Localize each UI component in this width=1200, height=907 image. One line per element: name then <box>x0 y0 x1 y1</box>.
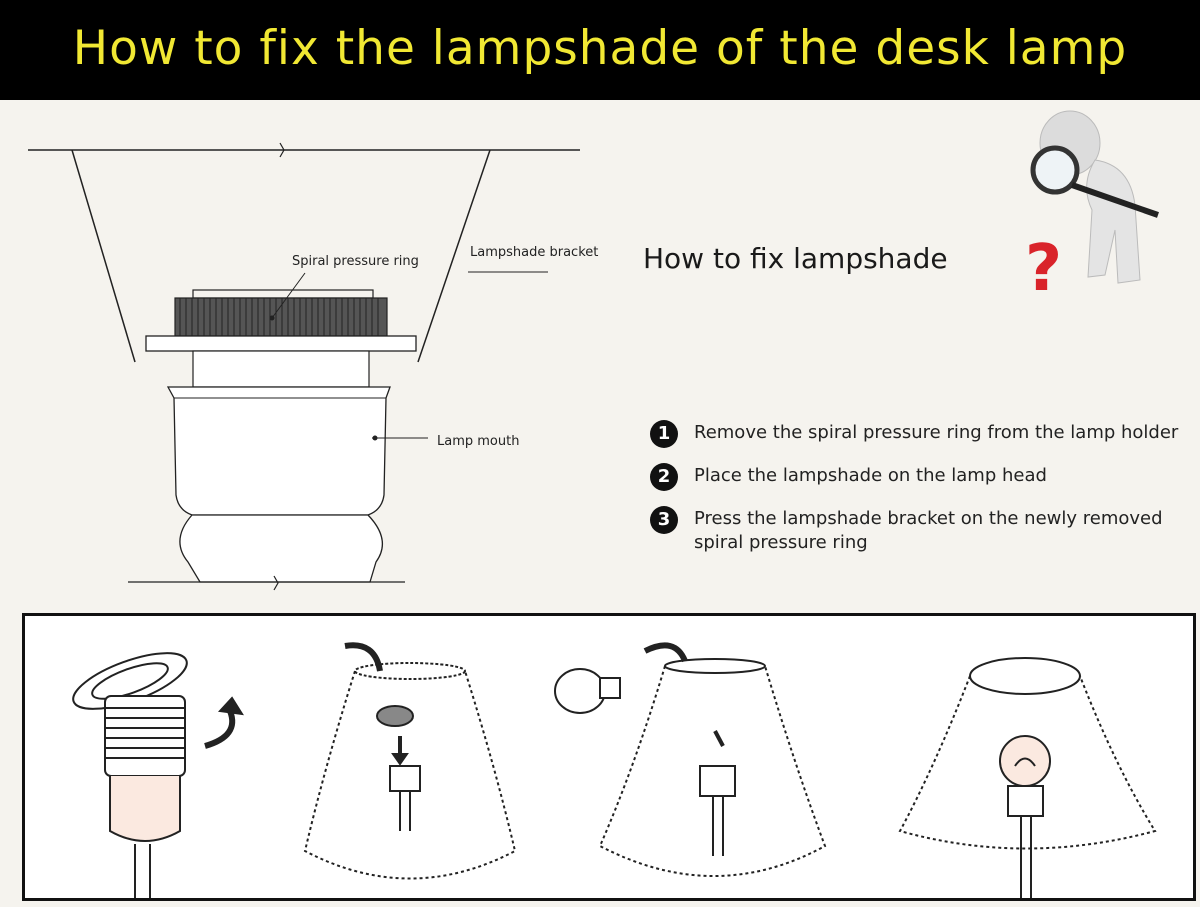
illustration-remove-ring <box>72 652 244 898</box>
title-bar: How to fix the lampshade of the desk lam… <box>0 0 1200 100</box>
lamp-holder <box>166 386 391 516</box>
step-2: 2 Place the lampshade on the lamp head <box>650 463 1190 491</box>
step-number: 3 <box>650 506 678 534</box>
spiral-ring-cap <box>192 289 374 299</box>
instructions-subtitle: How to fix lampshade <box>643 242 948 275</box>
illustration-panel <box>22 613 1196 901</box>
illustration-assembled-lamp <box>898 657 1157 898</box>
step-text: Press the lampshade bracket on the newly… <box>694 508 1163 553</box>
illustration-insert-ring <box>303 642 517 880</box>
illustration-attach-bulb <box>554 642 827 877</box>
step-number: 1 <box>650 420 678 448</box>
cross-section-diagram <box>28 142 580 591</box>
shade-right-side <box>417 149 491 363</box>
bracket-plate <box>145 335 417 352</box>
label-lamp-mouth: Lamp mouth <box>437 434 520 449</box>
label-spiral-ring: Spiral pressure ring <box>292 254 419 269</box>
spiral-ring <box>174 297 388 337</box>
question-mark: ? <box>1025 232 1062 295</box>
step-3: 3 Press the lampshade bracket on the new… <box>650 506 1190 555</box>
step-text: Remove the spiral pressure ring from the… <box>694 422 1179 443</box>
label-lampshade-bracket: Lampshade bracket <box>470 245 599 260</box>
steps-list: 1 Remove the spiral pressure ring from t… <box>650 420 1190 573</box>
step-text: Place the lampshade on the lamp head <box>694 465 1047 486</box>
illustration-strip <box>72 642 1157 898</box>
step-number: 2 <box>650 463 678 491</box>
lamp-base <box>179 514 384 583</box>
thinking-figure-icon: ? <box>1025 110 1159 295</box>
step-1: 1 Remove the spiral pressure ring from t… <box>650 420 1190 448</box>
shade-left-side <box>71 149 136 363</box>
page-title: How to fix the lampshade of the desk lam… <box>72 21 1128 76</box>
